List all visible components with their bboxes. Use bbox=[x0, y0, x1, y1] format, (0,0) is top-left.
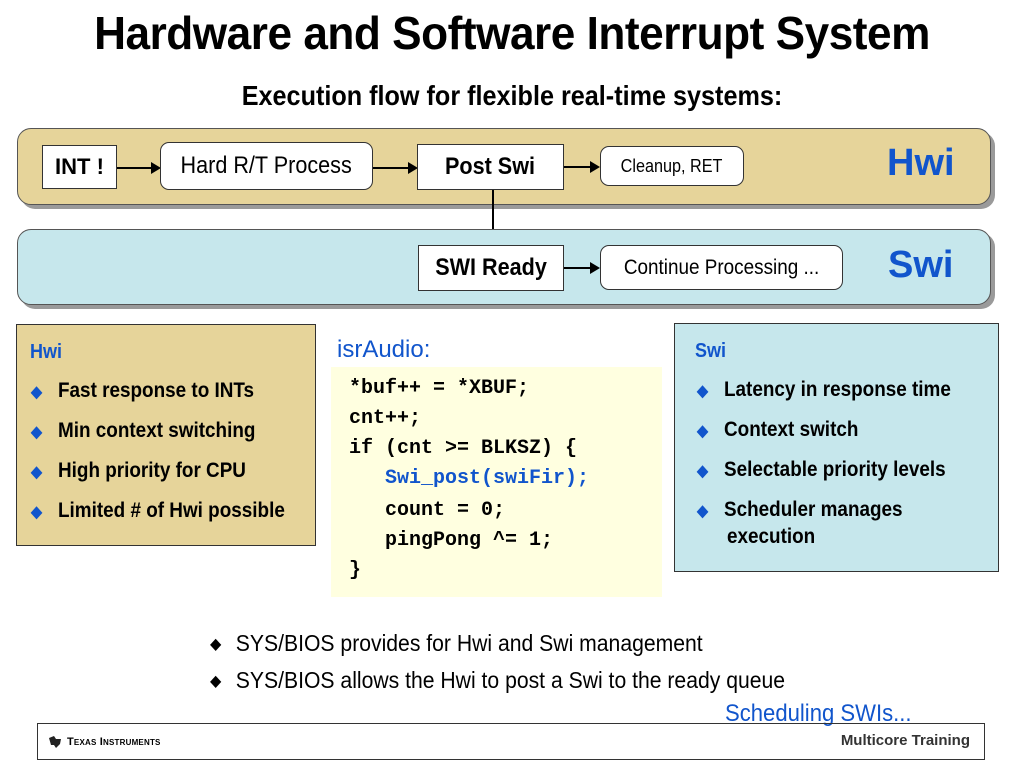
hwi-band-label: Hwi bbox=[887, 142, 955, 184]
diamond-bullet-icon: ◆ bbox=[697, 423, 709, 440]
code-line: *buf++ = *XBUF; bbox=[349, 377, 530, 400]
diamond-bullet-icon: ◆ bbox=[697, 383, 709, 400]
swi-characteristics-panel: Swi ◆Latency in response time ◆Context s… bbox=[674, 323, 999, 572]
cleanup-ret-box: Cleanup, RET bbox=[600, 146, 744, 186]
diamond-bullet-icon: ◆ bbox=[210, 673, 222, 690]
code-line: Swi_post(swiFir); bbox=[349, 467, 590, 490]
list-item: ◆Selectable priority levels bbox=[697, 458, 946, 481]
int-box: INT ! bbox=[42, 145, 117, 189]
code-line: count = 0; bbox=[349, 499, 506, 522]
swi-band-label: Swi bbox=[888, 244, 954, 286]
slide-subtitle: Execution flow for flexible real-time sy… bbox=[241, 80, 783, 111]
slide-title: Hardware and Software Interrupt System bbox=[94, 7, 930, 59]
hwi-characteristics-panel: Hwi ◆Fast response to INTs ◆Min context … bbox=[16, 324, 316, 546]
code-block: *buf++ = *XBUF; cnt++; if (cnt >= BLKSZ)… bbox=[331, 367, 662, 597]
post-to-ready-arrow bbox=[487, 190, 499, 242]
diamond-bullet-icon: ◆ bbox=[31, 464, 43, 481]
diamond-bullet-icon: ◆ bbox=[31, 424, 43, 441]
bullet-item: ◆SYS/BIOS allows the Hwi to post a Swi t… bbox=[210, 667, 786, 693]
hard-rt-process-box: Hard R/T Process bbox=[160, 142, 373, 190]
code-label: isrAudio: bbox=[337, 336, 431, 363]
diamond-bullet-icon: ◆ bbox=[697, 503, 709, 520]
ti-logo-icon bbox=[49, 736, 61, 748]
code-line: cnt++; bbox=[349, 407, 422, 430]
list-item: ◆Min context switching bbox=[31, 419, 256, 442]
continue-processing-box: Continue Processing ... bbox=[600, 245, 843, 290]
hwi-panel-title: Hwi bbox=[30, 341, 63, 363]
flow-arrow bbox=[564, 262, 600, 274]
footer-training-label: Multicore Training bbox=[840, 732, 970, 749]
list-item: ◆Fast response to INTs bbox=[31, 379, 255, 402]
diamond-bullet-icon: ◆ bbox=[210, 636, 222, 653]
code-line: pingPong ^= 1; bbox=[349, 529, 554, 552]
next-slide-link[interactable]: Scheduling SWIs... bbox=[725, 700, 912, 727]
diamond-bullet-icon: ◆ bbox=[31, 384, 43, 401]
list-item: ◆Limited # of Hwi possible bbox=[31, 499, 285, 522]
list-item: ◆Latency in response time bbox=[697, 378, 951, 401]
flow-arrow bbox=[564, 161, 600, 173]
list-item: ◆High priority for CPU bbox=[31, 459, 246, 482]
diamond-bullet-icon: ◆ bbox=[31, 504, 43, 521]
post-swi-box: Post Swi bbox=[417, 144, 564, 190]
code-line: } bbox=[349, 559, 362, 582]
ti-logo: Texas Instruments bbox=[48, 735, 161, 749]
list-item: ◆Scheduler manages bbox=[697, 498, 903, 521]
swi-panel-title: Swi bbox=[695, 340, 727, 362]
code-line: if (cnt >= BLKSZ) { bbox=[349, 437, 578, 460]
list-item: ◆Context switch bbox=[697, 418, 859, 441]
flow-arrow bbox=[117, 162, 161, 174]
flow-arrow bbox=[373, 162, 418, 174]
list-item-continuation: execution bbox=[727, 525, 816, 548]
bullet-item: ◆SYS/BIOS provides for Hwi and Swi manag… bbox=[210, 630, 703, 656]
swi-ready-box: SWI Ready bbox=[418, 245, 564, 291]
footer-bar: Texas Instruments Multicore Training bbox=[37, 723, 985, 760]
diamond-bullet-icon: ◆ bbox=[697, 463, 709, 480]
